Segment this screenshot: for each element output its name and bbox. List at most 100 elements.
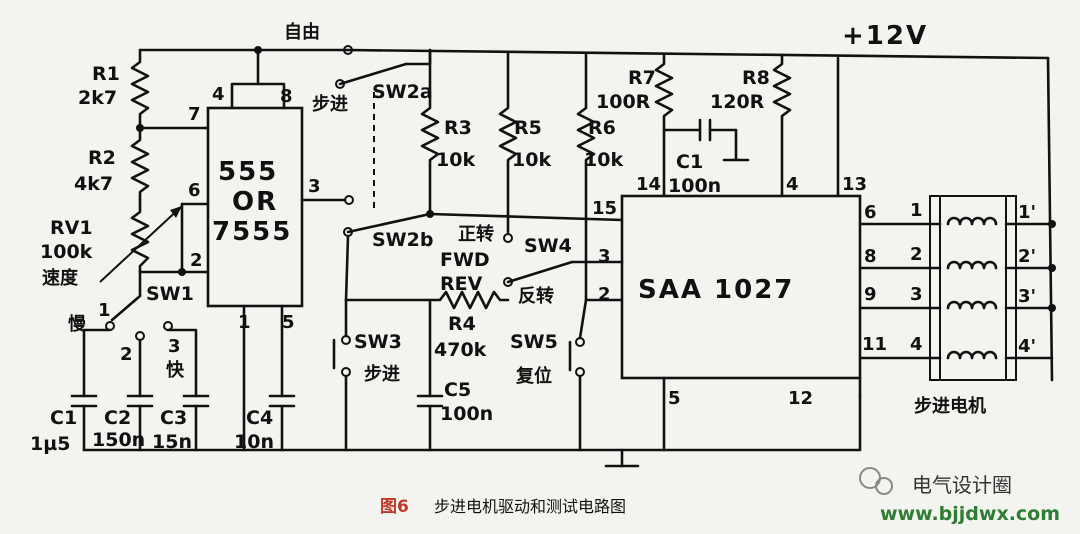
saa1027-pin8: 8 xyxy=(864,246,877,267)
resistor-r8: R8 120R xyxy=(710,54,792,198)
stepper-motor-label: 步进电机 xyxy=(914,395,986,417)
switch-sw1: SW1 1 2 3 慢 快 xyxy=(68,270,198,398)
sw1-pos1: 1 xyxy=(98,300,111,321)
capacitor-c5: C5 100n xyxy=(416,298,493,452)
ic-555-pin1: 1 xyxy=(238,312,251,333)
r8-value: 120R xyxy=(710,91,765,113)
capacitor-bank: C1 1µ5 C2 150n C3 15n C4 10n xyxy=(30,394,296,455)
step-label: 步进 xyxy=(312,93,348,115)
r6-value: 10k xyxy=(584,149,623,171)
rv1-value: 100k xyxy=(40,241,93,263)
sw1-pos2: 2 xyxy=(120,344,133,365)
supply-label: +12V xyxy=(842,21,928,51)
resistor-r1: R1 2k7 xyxy=(78,48,150,130)
ic-555-line1: 555 xyxy=(218,157,278,187)
motor-in-3: 3 xyxy=(910,284,923,305)
ic-saa1027-name: SAA 1027 xyxy=(638,275,794,305)
r4-value: 470k xyxy=(434,339,487,361)
watermark-name: 电气设计圈 xyxy=(912,473,1012,497)
saa1027-pin9: 9 xyxy=(864,284,877,305)
saa1027-pin11: 11 xyxy=(862,334,887,355)
watermark: 电气设计圈 www.bjjdwx.com xyxy=(859,467,1060,525)
r5-value: 10k xyxy=(512,149,551,171)
motor-out-4: 4' xyxy=(1018,336,1036,357)
r1-label: R1 xyxy=(92,63,120,85)
rv1-label: RV1 xyxy=(50,217,93,239)
ic-555-pin2: 2 xyxy=(190,250,203,271)
resistor-r7: R7 100R xyxy=(596,52,674,198)
watermark-url: www.bjjdwx.com xyxy=(880,503,1060,525)
sw4-label: SW4 xyxy=(524,235,572,257)
motor-out-1: 1' xyxy=(1018,202,1036,223)
sw1-label: SW1 xyxy=(146,283,194,305)
switch-sw2: 自由 步进 SW2a SW2b xyxy=(284,21,433,251)
motor-in-2: 2 xyxy=(910,244,923,265)
c3-label: C3 xyxy=(160,407,187,429)
sw3-label: SW3 xyxy=(354,331,402,353)
switch-sw4-direction: FWD 正转 REV 反转 SW4 xyxy=(440,223,624,307)
saa1027-pin15: 15 xyxy=(592,198,617,219)
c1b-value: 100n xyxy=(668,175,721,197)
motor-out-3: 3' xyxy=(1018,286,1036,307)
saa1027-pin2: 2 xyxy=(598,284,611,305)
stepper-motor: 1 2 3 4 1' 2' 3' 4' 步进电机 xyxy=(910,195,1056,417)
c1b-label: C1 xyxy=(676,151,703,173)
ic-555-pin3: 3 xyxy=(308,176,321,197)
r7-label: R7 xyxy=(628,67,656,89)
c2-label: C2 xyxy=(104,407,131,429)
driver-outputs: 6 8 9 11 xyxy=(858,202,942,360)
r3-value: 10k xyxy=(436,149,475,171)
r5-label: R5 xyxy=(514,117,542,139)
sw2a-label: SW2a xyxy=(372,81,433,103)
caption-text: 步进电机驱动和测试电路图 xyxy=(434,497,626,516)
ic-555-timer: 555 OR 7555 4 8 7 6 2 3 1 5 xyxy=(136,46,354,452)
ground-rail xyxy=(82,394,862,468)
resistor-r6: R6 10k xyxy=(576,51,623,302)
sw3-chinese-label: 步进 xyxy=(364,363,400,385)
free-run-label: 自由 xyxy=(284,21,320,43)
r1-value: 2k7 xyxy=(78,87,117,109)
r2-label: R2 xyxy=(88,147,116,169)
saa1027-pin13: 13 xyxy=(842,174,867,195)
motor-out-2: 2' xyxy=(1018,246,1036,267)
c4-label: C4 xyxy=(246,407,273,429)
r2-value: 4k7 xyxy=(74,173,113,195)
switch-sw3: SW3 步进 xyxy=(332,331,402,452)
ic-555-pin7: 7 xyxy=(188,104,201,125)
r6-label: R6 xyxy=(588,117,616,139)
c2-value: 150n xyxy=(92,429,145,451)
supply-rail: +12V xyxy=(138,21,1054,382)
figure-caption: 图6 步进电机驱动和测试电路图 xyxy=(380,497,626,517)
resistor-r2: R2 4k7 xyxy=(74,126,150,202)
ic-555-pin5: 5 xyxy=(282,312,295,333)
ic-555-line3: 7555 xyxy=(212,217,292,247)
r7-value: 100R xyxy=(596,91,651,113)
r4-label: R4 xyxy=(448,313,476,335)
c1-label: C1 xyxy=(50,407,77,429)
ic-555-pin4: 4 xyxy=(212,84,225,105)
ic-555-line2: OR xyxy=(232,187,278,217)
saa1027-pin14: 14 xyxy=(636,174,661,195)
potentiometer-rv1: RV1 100k 速度 xyxy=(40,198,212,289)
fwd-label: FWD xyxy=(440,249,490,271)
r8-label: R8 xyxy=(742,67,770,89)
ic-555-pin6: 6 xyxy=(188,180,201,201)
rv1-chinese-label: 速度 xyxy=(42,267,79,289)
resistor-r4: R4 470k xyxy=(344,234,510,361)
sw1-fast-label: 快 xyxy=(166,359,185,381)
motor-in-1: 1 xyxy=(910,200,923,221)
sw5-label: SW5 xyxy=(510,331,558,353)
rev-label: REV xyxy=(440,273,483,295)
c4-value: 10n xyxy=(234,431,274,453)
switch-sw5: SW5 复位 xyxy=(510,298,588,452)
motor-in-4: 4 xyxy=(910,334,923,355)
resistor-r3: R3 10k xyxy=(420,48,475,218)
resistor-r5: R5 10k xyxy=(498,50,551,243)
saa1027-pin5: 5 xyxy=(668,388,681,409)
sw2b-label: SW2b xyxy=(372,229,433,251)
ic-555-pin8: 8 xyxy=(280,86,293,107)
saa1027-pin4: 4 xyxy=(786,174,799,195)
sw5-chinese-label: 复位 xyxy=(515,365,552,387)
